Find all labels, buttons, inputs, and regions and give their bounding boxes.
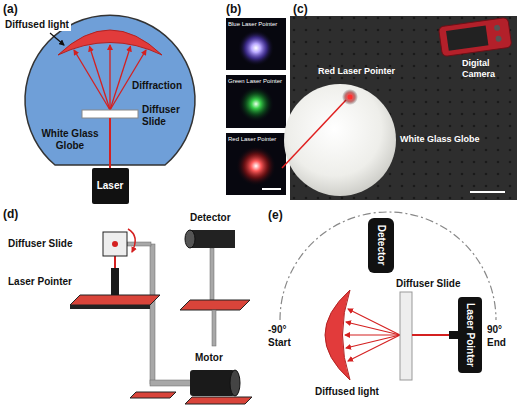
laser-pointer-box: Laser Pointer [458, 297, 482, 373]
laser-nozzle [449, 331, 458, 339]
panel-letter: (d) [3, 207, 18, 221]
part-label: Motor [195, 352, 223, 364]
photo-label: White Glass Globe [400, 134, 480, 145]
laser-box: Laser [92, 168, 129, 204]
photo-label: Red Laser Pointer [228, 136, 276, 143]
part-label: Diffuser Slide [396, 278, 460, 290]
photo-label: Red Laser Pointer [318, 66, 395, 77]
angle-label: End [487, 337, 506, 349]
part-label: Diffused light [315, 386, 379, 398]
part-label: Diffraction [132, 80, 182, 92]
photo-label: Digital Camera [462, 58, 510, 80]
panel-letter: (b) [226, 2, 241, 16]
angle-label: -90° [268, 324, 286, 336]
part-label: Detector [190, 212, 231, 224]
panel-letter: (c) [293, 2, 308, 16]
part-label: White Glass Globe [36, 128, 104, 152]
part-label: Diffused light [3, 19, 71, 31]
angle-label: Start [268, 337, 291, 349]
node-text: Laser Pointer [464, 303, 476, 367]
node-text: Detector [375, 225, 387, 266]
part-label: Diffuser Slide [8, 238, 72, 250]
panel-letter: (e) [268, 208, 283, 222]
part-label: Diffuser Slide [142, 104, 188, 128]
node-text: Laser [97, 180, 124, 192]
angle-label: 90° [487, 324, 502, 336]
detector-box: Detector [368, 218, 394, 273]
photo-label: Green Laser Pointer [228, 78, 282, 85]
part-label: Laser Pointer [8, 276, 72, 288]
panel-letter: (a) [3, 2, 18, 16]
photo-label: Blue Laser Pointer [228, 21, 277, 28]
